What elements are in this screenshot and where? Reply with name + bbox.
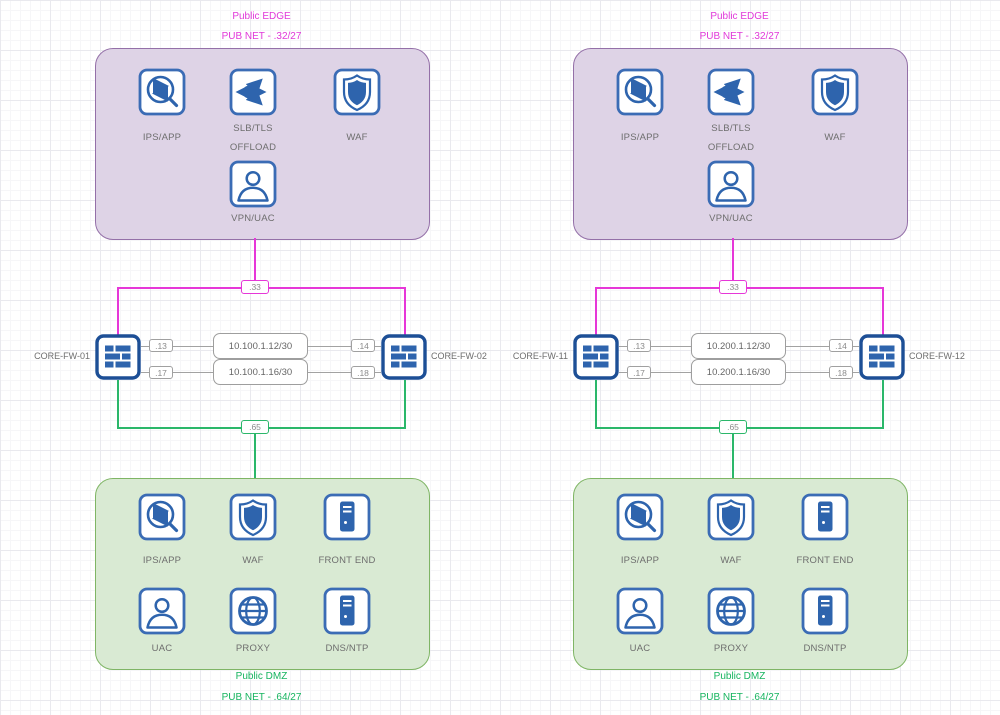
network-box[interactable]: 10.200.1.12/30 xyxy=(691,333,786,359)
node-label: PROXY xyxy=(235,643,271,654)
edge-subnet: PUB NET - .32/27 xyxy=(221,31,302,42)
node-label: SLB/TLS xyxy=(233,123,273,134)
waf-shield-icon[interactable] xyxy=(811,68,859,116)
edge-uplink-stem xyxy=(254,238,256,289)
node-label: UAC xyxy=(629,643,651,654)
downlink-address-badge[interactable]: .65 xyxy=(241,420,269,434)
edge-uplink-drop-right xyxy=(404,287,406,335)
node-label: SLB/TLS xyxy=(711,123,751,134)
uplink-address-badge[interactable]: .33 xyxy=(241,280,269,294)
node-label: DNS/NTP xyxy=(325,643,369,654)
dmz-downlink-drop-right xyxy=(404,380,406,429)
port-badge[interactable]: .18 xyxy=(829,366,853,379)
dmz-title: Public DMZ xyxy=(713,671,766,682)
firewall-icon[interactable] xyxy=(381,334,427,380)
node-label: UAC xyxy=(151,643,173,654)
firewall-label: CORE-FW-12 xyxy=(909,351,965,361)
dmz-downlink-drop-right xyxy=(882,380,884,429)
node-label: IPS/APP xyxy=(620,555,660,566)
edge-subnet: PUB NET - .32/27 xyxy=(699,31,780,42)
frontend-server-icon[interactable] xyxy=(323,493,371,541)
node-label: PROXY xyxy=(713,643,749,654)
dmz-downlink-drop-left xyxy=(117,380,119,429)
node-label: WAF xyxy=(720,555,742,566)
node-label: WAF xyxy=(346,132,368,143)
port-badge[interactable]: .14 xyxy=(829,339,853,352)
firewall-label: CORE-FW-02 xyxy=(431,351,487,361)
dmz-subnet: PUB NET - .64/27 xyxy=(699,692,780,703)
dns-server-icon[interactable] xyxy=(323,587,371,635)
uac-user-icon[interactable] xyxy=(616,587,664,635)
node-label: OFFLOAD xyxy=(229,142,277,153)
edge-uplink-stem xyxy=(732,238,734,289)
firewall-icon[interactable] xyxy=(95,334,141,380)
slb-loadbalancer-icon[interactable] xyxy=(707,68,755,116)
proxy-globe-icon[interactable] xyxy=(707,587,755,635)
edge-title: Public EDGE xyxy=(232,11,291,22)
node-label: DNS/NTP xyxy=(803,643,847,654)
edge-title: Public EDGE xyxy=(710,11,769,22)
dmz-downlink-stem xyxy=(254,429,256,478)
waf-shield-icon[interactable] xyxy=(229,493,277,541)
node-label: VPN/UAC xyxy=(231,213,275,224)
dns-server-icon[interactable] xyxy=(801,587,849,635)
node-label: IPS/APP xyxy=(142,555,182,566)
network-box[interactable]: 10.100.1.12/30 xyxy=(213,333,308,359)
waf-shield-icon[interactable] xyxy=(707,493,755,541)
firewall-icon[interactable] xyxy=(573,334,619,380)
node-label: FRONT END xyxy=(318,555,376,566)
uplink-address-badge[interactable]: .33 xyxy=(719,280,747,294)
ips-app-icon[interactable] xyxy=(616,68,664,116)
uac-user-icon[interactable] xyxy=(138,587,186,635)
dmz-downlink-drop-left xyxy=(595,380,597,429)
edge-uplink-drop-left xyxy=(595,287,597,335)
edge-uplink-drop-right xyxy=(882,287,884,335)
ips-app-icon[interactable] xyxy=(138,68,186,116)
firewall-label: CORE-FW-11 xyxy=(512,351,568,361)
firewall-icon[interactable] xyxy=(859,334,905,380)
port-badge[interactable]: .17 xyxy=(149,366,173,379)
firewall-label: CORE-FW-01 xyxy=(34,351,90,361)
edge-uplink-drop-left xyxy=(117,287,119,335)
dmz-title: Public DMZ xyxy=(235,671,288,682)
vpn-uac-user-icon[interactable] xyxy=(229,160,277,208)
ips-app-icon[interactable] xyxy=(138,493,186,541)
waf-shield-icon[interactable] xyxy=(333,68,381,116)
network-box[interactable]: 10.200.1.16/30 xyxy=(691,359,786,385)
port-badge[interactable]: .13 xyxy=(149,339,173,352)
dmz-subnet: PUB NET - .64/27 xyxy=(221,692,302,703)
frontend-server-icon[interactable] xyxy=(801,493,849,541)
ips-app-icon[interactable] xyxy=(616,493,664,541)
node-label: IPS/APP xyxy=(620,132,660,143)
slb-loadbalancer-icon[interactable] xyxy=(229,68,277,116)
node-label: WAF xyxy=(824,132,846,143)
vpn-uac-user-icon[interactable] xyxy=(707,160,755,208)
dmz-downlink-stem xyxy=(732,429,734,478)
port-badge[interactable]: .17 xyxy=(627,366,651,379)
port-badge[interactable]: .18 xyxy=(351,366,375,379)
node-label: FRONT END xyxy=(796,555,854,566)
node-label: WAF xyxy=(242,555,264,566)
node-label: VPN/UAC xyxy=(709,213,753,224)
site-group-left: Public EDGE PUB NET - .32/27 IPS/APP SLB… xyxy=(34,11,487,703)
site-group-right: Public EDGE PUB NET - .32/27 IPS/APP SLB… xyxy=(478,0,978,715)
downlink-address-badge[interactable]: .65 xyxy=(719,420,747,434)
node-label: OFFLOAD xyxy=(707,142,755,153)
node-label: IPS/APP xyxy=(142,132,182,143)
proxy-globe-icon[interactable] xyxy=(229,587,277,635)
port-badge[interactable]: .13 xyxy=(627,339,651,352)
port-badge[interactable]: .14 xyxy=(351,339,375,352)
network-box[interactable]: 10.100.1.16/30 xyxy=(213,359,308,385)
